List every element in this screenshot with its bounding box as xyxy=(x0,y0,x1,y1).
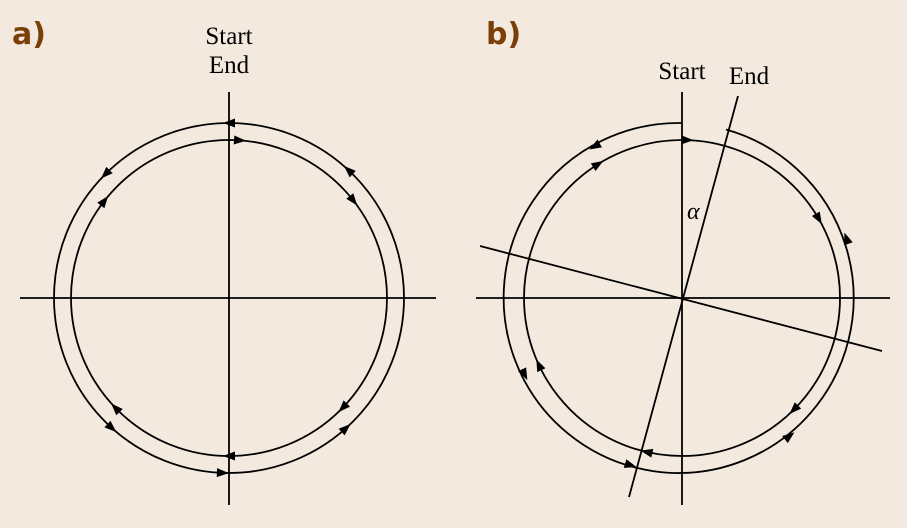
panel-a-outer-arrowhead-6 xyxy=(101,166,113,179)
panel-b-inner-arrowhead-6 xyxy=(590,160,604,172)
panel-b-angle-label: α xyxy=(687,199,700,225)
panel-b-label: b) xyxy=(486,17,521,52)
panel-a: a) Start End xyxy=(12,17,436,505)
panel-a-end-label: End xyxy=(209,52,250,79)
panel-a-outer-arrowhead-2 xyxy=(343,165,356,178)
panel-b-rotated-axis xyxy=(628,95,739,498)
panel-b-rotated-horizontal-axis xyxy=(479,245,883,352)
panel-b-outer-arrowhead-3 xyxy=(623,459,637,468)
panel-a-inner-arrowhead-1 xyxy=(233,135,247,145)
panel-b-outer-path xyxy=(502,122,855,474)
panel-b-arrowheads xyxy=(518,135,853,468)
panel-a-arrowheads xyxy=(97,118,358,478)
panel-a-inner-arrowhead-3 xyxy=(338,400,351,413)
panel-a-start-label: Start xyxy=(205,23,252,50)
panel-b-outer-arrowhead-4 xyxy=(782,432,795,444)
panel-a-outer-arrowhead-3 xyxy=(338,424,351,436)
panel-a-outer-arrowhead-1 xyxy=(223,118,235,128)
panel-b-inner-arrowhead-4 xyxy=(640,448,654,458)
panel-a-label: a) xyxy=(12,17,46,52)
panel-a-outer-arrowhead-4 xyxy=(216,468,229,478)
panel-b-outer-arrowhead-2 xyxy=(518,367,528,381)
panel-a-inner-arrowhead-2 xyxy=(346,193,358,206)
panel-b-end-label: End xyxy=(729,63,770,90)
panel-b-inner-arrowhead-5 xyxy=(536,359,546,373)
panel-a-outer-arrowhead-5 xyxy=(104,420,117,433)
panel-b-inner-arrowhead-2 xyxy=(811,211,822,225)
panel-b-inner-arrowhead-3 xyxy=(789,402,802,414)
panel-b: b) Start End α xyxy=(476,17,890,505)
panel-b-start-label: Start xyxy=(658,58,705,85)
panel-b-outer-arrowhead-1 xyxy=(589,139,602,150)
panel-b-outer-arrowhead-5 xyxy=(844,232,853,246)
panel-a-inner-arrowhead-6 xyxy=(97,195,109,209)
panel-a-inner-arrowhead-5 xyxy=(111,403,123,416)
panel-a-inner-arrowhead-4 xyxy=(223,451,235,461)
panel-b-inner-arrowhead-1 xyxy=(681,135,694,145)
